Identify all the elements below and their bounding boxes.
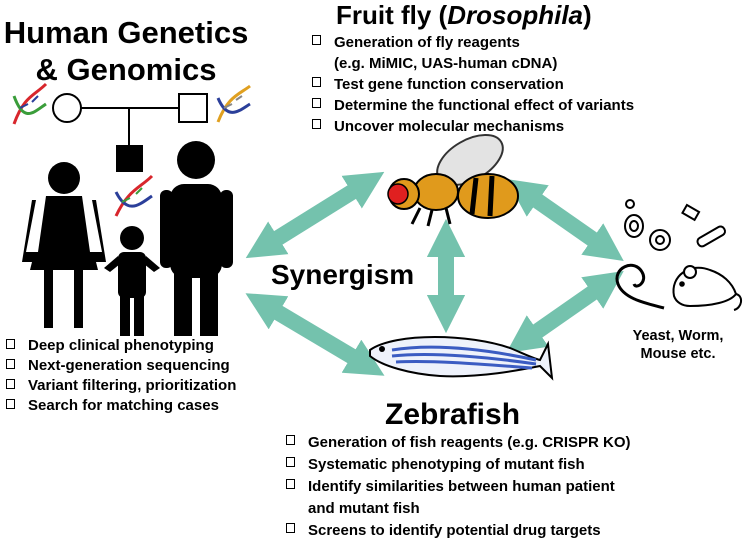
zebrafish-research-list: Generation of fish reagents (e.g. CRISPR… — [286, 432, 631, 542]
yeast-rod — [696, 225, 727, 248]
list-item: Generation of fly reagents(e.g. MiMIC, U… — [312, 32, 634, 74]
list-item: Deep clinical phenotyping — [6, 336, 236, 356]
list-item: Variant filtering, prioritization — [6, 376, 236, 396]
list-item: Uncover molecular mechanisms — [312, 116, 634, 137]
list-item: Next-generation sequencing — [6, 356, 236, 376]
other-models-label: Yeast, Worm,Mouse etc. — [632, 328, 724, 362]
arrow-human-fish — [245, 293, 385, 376]
checkbox-icon — [312, 77, 322, 87]
dna-icon-center — [114, 174, 154, 217]
worm — [615, 263, 665, 310]
list-item: Generation of fish reagents (e.g. CRISPR… — [286, 432, 631, 454]
fly-title-suffix: ) — [583, 0, 592, 30]
fly-research-list: Generation of fly reagents(e.g. MiMIC, U… — [312, 32, 634, 137]
zebrafish-title: Zebrafish — [385, 398, 521, 431]
checkbox-icon — [286, 457, 296, 467]
dna-icon-right — [216, 84, 251, 123]
fly-title-italic: Drosophila — [447, 0, 584, 30]
fruit-fly-illustration — [387, 134, 519, 227]
model-organisms-illustration — [615, 199, 742, 311]
checkbox-icon — [6, 379, 16, 389]
checkbox-icon — [286, 523, 296, 533]
list-item: Determine the functional effect of varia… — [312, 95, 634, 116]
arrow-fish-models — [506, 271, 624, 353]
checkbox-icon — [312, 119, 322, 129]
mouse — [672, 266, 738, 308]
arrow-human-fly — [245, 171, 385, 259]
list-item: Test gene function conservation — [312, 74, 634, 95]
checkbox-icon — [312, 35, 322, 45]
checkbox-icon — [312, 98, 322, 108]
pedigree-affected-child — [116, 145, 143, 172]
fruit-fly-title: Fruit fly (Drosophila) — [300, 0, 740, 30]
list-item: Systematic phenotyping of mutant fish — [286, 454, 631, 476]
zebrafish-illustration — [369, 336, 554, 381]
dna-icon-left — [12, 82, 48, 125]
list-item: Identify similarities between human pati… — [286, 476, 631, 520]
list-item: Search for matching cases — [6, 396, 236, 416]
list-item: Screens to identify potential drug targe… — [286, 520, 631, 542]
family-silhouette — [22, 141, 233, 336]
checkbox-icon — [6, 359, 16, 369]
pedigree — [52, 93, 208, 172]
synergism-label: Synergism — [271, 259, 415, 290]
checkbox-icon — [6, 399, 16, 409]
yeast-cell — [624, 214, 644, 238]
fly-title-prefix: Fruit fly ( — [336, 0, 448, 30]
human-genetics-title: Human Genetics & Genomics — [3, 15, 249, 87]
list-item-continuation: and mutant fish — [308, 500, 420, 517]
checkbox-icon — [6, 339, 16, 349]
checkbox-icon — [286, 479, 296, 489]
list-item-continuation: (e.g. MiMIC, UAS-human cDNA) — [334, 55, 558, 72]
checkbox-icon — [286, 435, 296, 445]
arrow-fly-models — [506, 179, 624, 261]
pedigree-male — [178, 93, 208, 123]
pedigree-female — [52, 93, 82, 123]
human-genetics-list: Deep clinical phenotyping Next-generatio… — [6, 336, 236, 416]
arrows — [245, 171, 624, 376]
